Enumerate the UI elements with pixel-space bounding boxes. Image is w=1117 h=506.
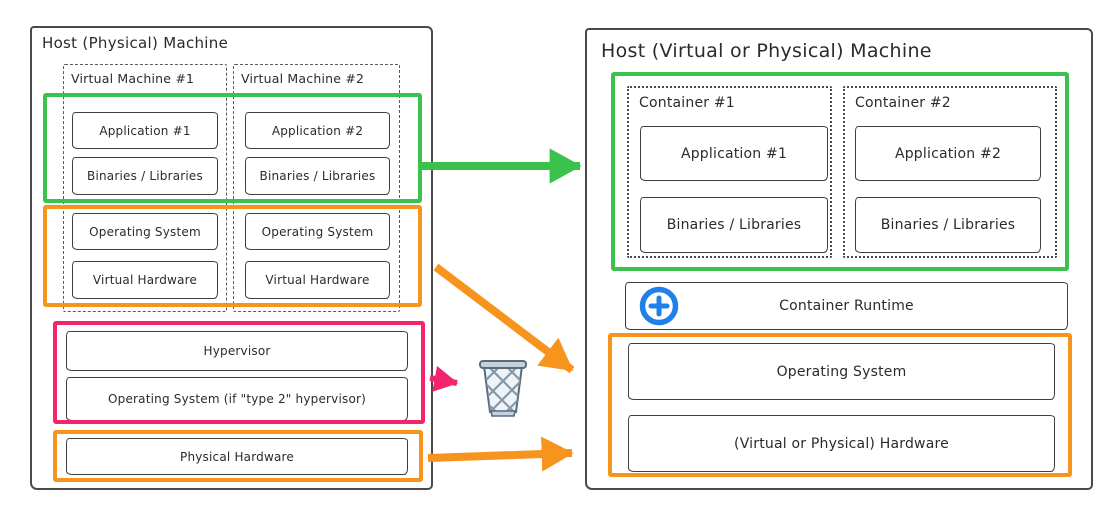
host-virtual-or-physical-machine-panel: [585, 28, 1093, 490]
hardware-to-hardware-arrow: [427, 436, 574, 472]
right-hardware-box: (Virtual or Physical) Hardware: [628, 415, 1055, 472]
vm2-os-box: Operating System: [245, 213, 390, 250]
vm2-binaries-box: Binaries / Libraries: [245, 157, 390, 195]
physical-hardware-box: Physical Hardware: [66, 438, 408, 475]
vm1-virtual-hardware-box: Virtual Hardware: [72, 261, 218, 299]
virtual-machine-1-group: [63, 64, 227, 312]
guest-os-to-host-os-arrow: [433, 263, 575, 374]
container2-binaries-box: Binaries / Libraries: [855, 197, 1041, 253]
virtual-machine-2-group: [233, 64, 400, 312]
container1-binaries-box: Binaries / Libraries: [640, 197, 828, 253]
host-os-box: Operating System (if "type 2" hypervisor…: [66, 377, 408, 421]
container-2-label: Container #2: [855, 95, 951, 111]
container2-application-box: Application #2: [855, 126, 1041, 181]
left-panel-title: Host (Physical) Machine: [42, 34, 229, 52]
container-runtime-box: Container Runtime: [625, 282, 1068, 330]
right-panel-title: Host (Virtual or Physical) Machine: [601, 40, 932, 62]
right-os-box: Operating System: [628, 343, 1055, 400]
virtual-machine-2-label: Virtual Machine #2: [241, 71, 365, 86]
hypervisor-to-trash-arrow: [429, 365, 459, 392]
vm2-application-box: Application #2: [245, 112, 390, 149]
plus-circle-icon: [639, 286, 679, 326]
hypervisor-box: Hypervisor: [66, 331, 408, 371]
vm1-os-box: Operating System: [72, 213, 218, 250]
vm2-virtual-hardware-box: Virtual Hardware: [245, 261, 390, 299]
container-2-group: [843, 86, 1057, 258]
vm1-binaries-box: Binaries / Libraries: [72, 157, 218, 195]
container-1-group: [627, 86, 832, 258]
container1-application-box: Application #1: [640, 126, 828, 181]
virtual-machine-1-label: Virtual Machine #1: [71, 71, 195, 86]
vm1-application-box: Application #1: [72, 112, 218, 149]
container-1-label: Container #1: [639, 95, 735, 111]
wastebasket-icon: [479, 360, 527, 417]
